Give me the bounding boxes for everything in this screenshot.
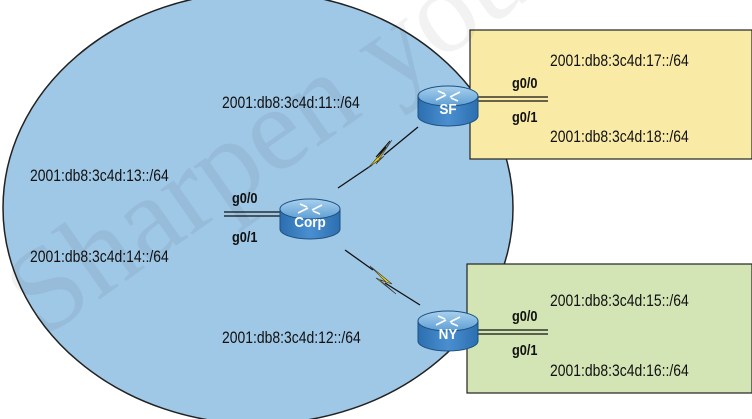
router-corp-name: Corp: [294, 214, 326, 231]
serial-link-corp-sf-bolt: [367, 139, 393, 169]
sf-interface-lines: [475, 96, 548, 102]
corp-g01-network-label: 2001:db8:3c4d:14::/64: [30, 247, 169, 266]
ny-lan-box: [466, 263, 752, 394]
router-sf: [417, 85, 479, 127]
router-corp-arrows: [297, 203, 323, 215]
corp-g01-label: g0/1: [232, 229, 258, 246]
router-ny: [417, 310, 479, 352]
ny-g00-label: g0/0: [512, 308, 538, 325]
serial-link-corp-ny-bolt: [369, 265, 397, 295]
sf-g00-label: g0/0: [512, 75, 538, 92]
sf-g01-network-label: 2001:db8:3c4d:18::/64: [550, 127, 689, 146]
corp-interface-lines: [224, 211, 282, 217]
ny-wan-network-label: 2001:db8:3c4d:12::/64: [222, 328, 361, 347]
corp-g00-network-label: 2001:db8:3c4d:13::/64: [30, 166, 169, 185]
router-ny-name: NY: [438, 326, 458, 343]
sf-g01-label: g0/1: [512, 109, 538, 126]
corp-domain-ellipse: [2, 0, 514, 419]
serial-link-corp-ny: [344, 249, 421, 306]
router-corp: [279, 198, 341, 240]
router-sf-name: SF: [439, 101, 457, 118]
router-sf-arrows: [435, 90, 461, 102]
ny-interface-lines: [477, 329, 548, 335]
sf-g00-network-label: 2001:db8:3c4d:17::/64: [550, 51, 689, 70]
router-ny-arrows: [435, 315, 461, 327]
ny-g01-network-label: 2001:db8:3c4d:16::/64: [550, 361, 689, 380]
ny-g00-network-label: 2001:db8:3c4d:15::/64: [550, 291, 689, 310]
ny-g01-label: g0/1: [512, 342, 538, 359]
corp-g00-label: g0/0: [232, 190, 258, 207]
sf-wan-network-label: 2001:db8:3c4d:11::/64: [222, 93, 360, 112]
